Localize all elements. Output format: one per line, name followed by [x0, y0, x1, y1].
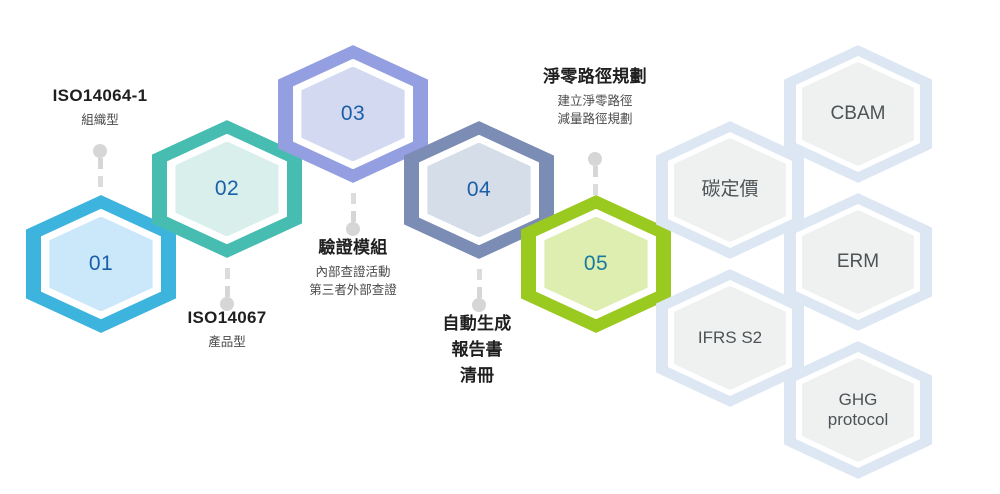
pin-connector-02 — [220, 268, 234, 311]
step-hexagon-02-core: 02 — [175, 141, 279, 237]
step-hexagon-04[interactable]: 04 — [404, 121, 554, 259]
framework-label-erm: ERM — [836, 251, 880, 273]
pin-stem-04 — [476, 287, 482, 298]
step-hexagon-03[interactable]: 03 — [278, 45, 428, 183]
framework-label-ghg-protocol-line1: GHG — [838, 390, 878, 410]
pin-dot-04 — [472, 298, 486, 312]
step-label-03: 驗證模組 內部查證活動 第三者外部查證 — [277, 233, 429, 299]
step-label-01: ISO14064-1 組織型 — [34, 86, 166, 129]
framework-hexagon-erm-core: ERM — [802, 209, 914, 315]
framework-hexagon-cbam-core: CBAM — [802, 61, 914, 167]
framework-hexagon-ifrs-s2-ring: IFRS S2 — [656, 269, 804, 407]
framework-hexagon-carbon-price-ring: 碳定價 — [656, 121, 804, 259]
pin-connector-04 — [472, 269, 486, 312]
pin-connector-01 — [93, 144, 107, 187]
step-hexagon-03-gap: 03 — [293, 58, 413, 170]
step-label-03-sub: 內部查證活動 第三者外部查證 — [309, 265, 397, 298]
pin-dot-01 — [93, 144, 107, 158]
step-hexagon-04-gap: 04 — [419, 134, 539, 246]
step-label-02: ISO14067 產品型 — [161, 308, 293, 351]
framework-hexagon-erm-ring: ERM — [784, 193, 932, 331]
pin-connector-05 — [588, 152, 602, 195]
step-label-02-title: ISO14067 — [187, 308, 267, 327]
step-label-04-sub: 報告書 清冊 — [451, 340, 503, 385]
pin-dash-05 — [592, 184, 598, 195]
framework-label-ghg-protocol: GHG protocol — [822, 390, 894, 429]
step-hexagon-01-core: 01 — [49, 216, 153, 312]
step-hexagon-04-ring: 04 — [404, 121, 554, 259]
framework-hexagon-erm-gap: ERM — [795, 204, 921, 320]
framework-hexagon-ghg-protocol-gap: GHG protocol — [795, 352, 921, 468]
pin-stem-03 — [350, 211, 356, 222]
framework-label-carbon-price: 碳定價 — [701, 179, 759, 201]
pin-dot-05 — [588, 152, 602, 166]
pin-stem-02 — [224, 286, 230, 297]
step-hexagon-03-ring: 03 — [278, 45, 428, 183]
pin-stem-05 — [592, 166, 598, 177]
framework-label-ifrs-s2: IFRS S2 — [697, 328, 763, 348]
framework-hexagon-ghg-protocol-core: GHG protocol — [802, 357, 914, 463]
step-label-03-title: 驗證模組 — [318, 238, 388, 257]
step-hexagon-02-gap: 02 — [167, 133, 287, 245]
framework-hexagon-carbon-price-core: 碳定價 — [674, 137, 786, 243]
step-label-01-sub: 組織型 — [81, 113, 119, 127]
step-hexagon-03-core: 03 — [301, 66, 405, 162]
step-number-05: 05 — [583, 251, 609, 275]
framework-hexagon-cbam[interactable]: CBAM — [784, 45, 932, 183]
framework-hexagon-ifrs-s2-gap: IFRS S2 — [667, 280, 793, 396]
step-label-02-sub: 產品型 — [208, 335, 246, 349]
framework-label-cbam: CBAM — [830, 103, 886, 125]
framework-hexagon-ghg-protocol[interactable]: GHG protocol — [784, 341, 932, 479]
framework-hexagon-ghg-protocol-ring: GHG protocol — [784, 341, 932, 479]
framework-label-ghg-protocol-line2: protocol — [827, 410, 889, 429]
framework-hexagon-cbam-gap: CBAM — [795, 56, 921, 172]
step-hexagon-01-gap: 01 — [41, 208, 161, 320]
framework-hexagon-erm[interactable]: ERM — [784, 193, 932, 331]
pin-connector-03 — [346, 193, 360, 236]
step-hexagon-01[interactable]: 01 — [26, 195, 176, 333]
step-label-05: 淨零路徑規劃 建立淨零路徑 減量路徑規劃 — [521, 62, 669, 128]
step-number-03: 03 — [340, 101, 366, 125]
step-hexagon-02-ring: 02 — [152, 120, 302, 258]
step-number-01: 01 — [88, 251, 114, 275]
step-hexagon-04-core: 04 — [427, 142, 531, 238]
step-label-04: 自動生成 報告書 清冊 — [409, 309, 545, 388]
pin-dash-04 — [476, 269, 482, 280]
step-hexagon-02[interactable]: 02 — [152, 120, 302, 258]
framework-hexagon-ifrs-s2-core: IFRS S2 — [674, 285, 786, 391]
pin-dot-03 — [346, 222, 360, 236]
pin-dash-01 — [97, 176, 103, 187]
pin-dot-02 — [220, 297, 234, 311]
step-label-04-title: 自動生成 — [442, 314, 512, 333]
step-hexagon-05-gap: 05 — [536, 208, 656, 320]
pin-stem-01 — [97, 158, 103, 169]
step-label-05-sub: 建立淨零路徑 減量路徑規劃 — [557, 94, 633, 127]
step-hexagon-01-ring: 01 — [26, 195, 176, 333]
step-number-04: 04 — [466, 177, 492, 201]
step-number-02: 02 — [214, 176, 240, 200]
step-hexagon-05-ring: 05 — [521, 195, 671, 333]
step-label-01-title: ISO14064-1 — [52, 86, 148, 105]
framework-hexagon-carbon-price-gap: 碳定價 — [667, 132, 793, 248]
step-label-05-title: 淨零路徑規劃 — [543, 67, 647, 86]
pin-dash-02 — [224, 268, 230, 279]
pin-dash-03 — [350, 193, 356, 204]
framework-hexagon-carbon-price[interactable]: 碳定價 — [656, 121, 804, 259]
step-hexagon-05-core: 05 — [544, 216, 648, 312]
framework-hexagon-ifrs-s2[interactable]: IFRS S2 — [656, 269, 804, 407]
framework-hexagon-cbam-ring: CBAM — [784, 45, 932, 183]
step-hexagon-05[interactable]: 05 — [521, 195, 671, 333]
